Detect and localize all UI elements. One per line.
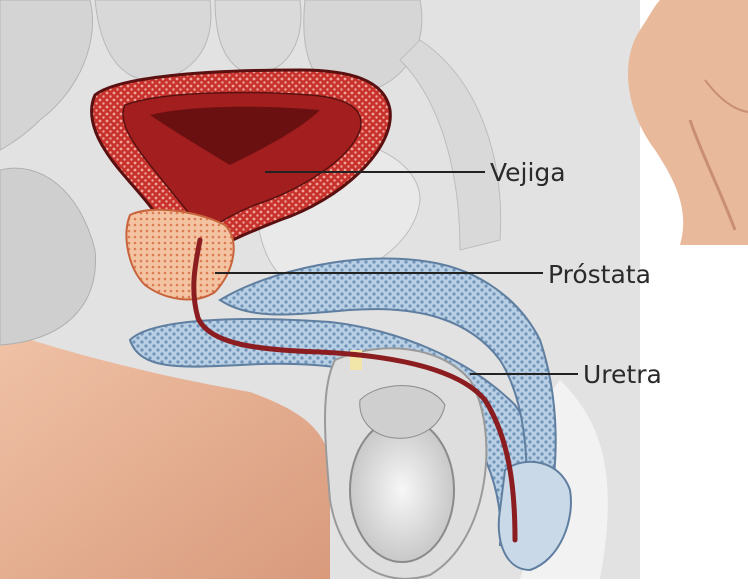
inset-torso (628, 0, 748, 245)
glans (497, 460, 572, 572)
urethra (191, 237, 518, 543)
bladder-label: Vejiga (490, 158, 566, 187)
testis (349, 417, 455, 563)
prostate-label: Próstata (548, 260, 651, 289)
urethra-label: Uretra (583, 360, 662, 389)
prostate (125, 208, 235, 301)
skin-region (0, 330, 330, 579)
